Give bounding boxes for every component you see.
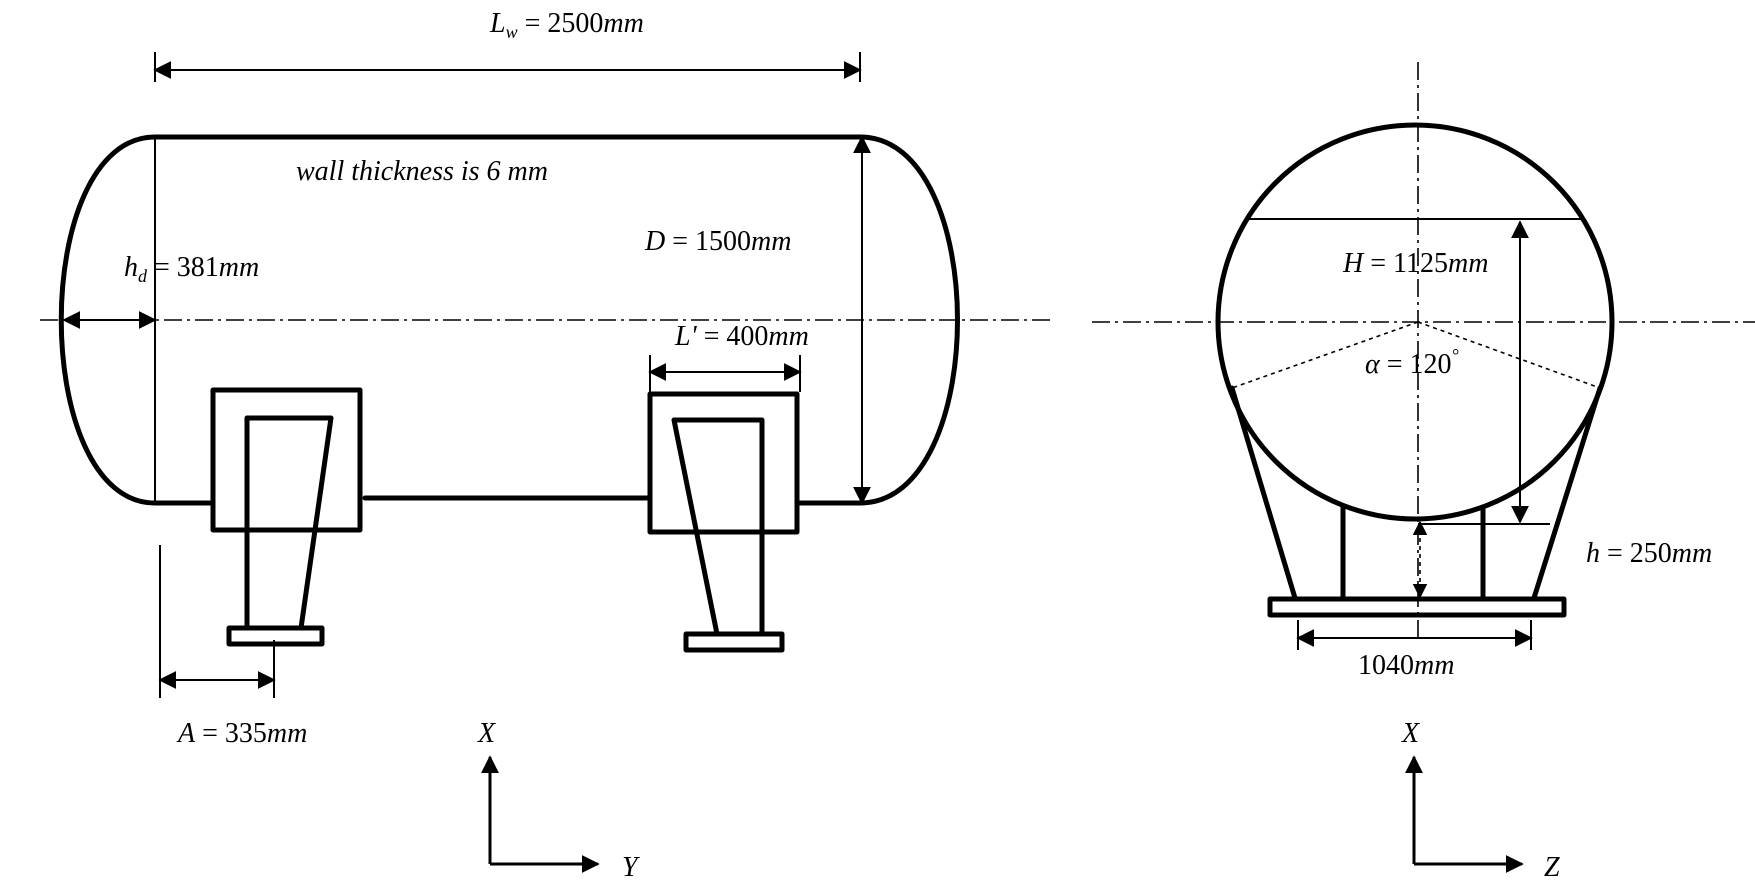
angle-ray-right: [1417, 321, 1601, 389]
diameter-label: D = 1500mm: [644, 226, 791, 257]
right-saddle: [647, 391, 800, 653]
base-plate: [1267, 596, 1567, 618]
axis-x-label: X: [477, 718, 496, 749]
base-width-label: 1040mm: [1358, 650, 1454, 681]
head-depth-label: hd = 381mm: [124, 252, 259, 286]
left-saddle: [210, 387, 363, 647]
side-view: Lw = 2500mm wall thickness is 6 mm D = 1…: [40, 8, 1050, 880]
axis-z-label: Z: [1544, 852, 1560, 880]
side-view-axes: X Y: [477, 718, 641, 880]
axis-y-label: Y: [622, 852, 641, 880]
vessel-cross-section: [1215, 122, 1615, 522]
contact-angle-label: α = 120°: [1365, 345, 1459, 380]
angle-ray-left: [1231, 321, 1419, 389]
axis-x-label: X: [1401, 718, 1420, 749]
saddle-offset-label: A = 335mm: [176, 718, 307, 749]
liquid-height-label: H = 1125mm: [1342, 248, 1488, 279]
vessel-shell: [58, 134, 960, 506]
overall-length-label: Lw = 2500mm: [489, 8, 644, 42]
wall-thickness-note: wall thickness is 6 mm: [296, 156, 548, 187]
saddle-width-label: L' = 400mm: [674, 321, 809, 352]
saddle-height-label: h = 250mm: [1586, 538, 1712, 569]
end-view-axes: X Z: [1401, 718, 1560, 880]
end-view: H = 1125mm α = 120° h = 250mm 1040mm X Z: [1092, 62, 1755, 880]
